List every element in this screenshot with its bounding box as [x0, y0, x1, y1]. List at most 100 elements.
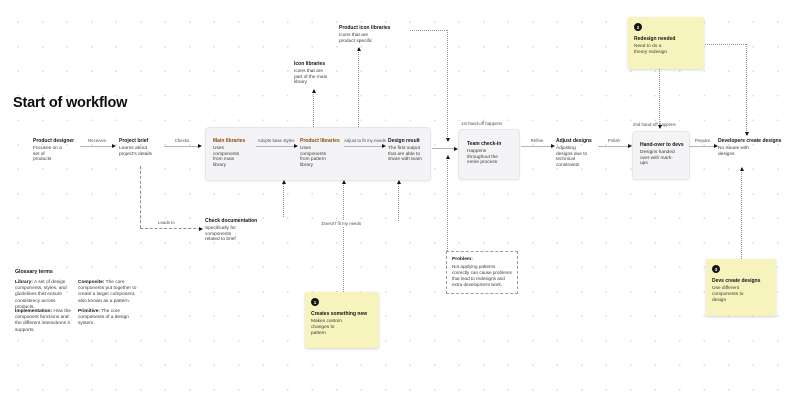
team-check-in-card[interactable]: Team check-in Happens throughout the ent… [458, 129, 520, 180]
arrow-line [598, 144, 632, 148]
flow-arrow-prepare[interactable]: Prepare [689, 138, 718, 148]
node-title: Hand-over to devs [640, 142, 684, 148]
flow-arrow-adopts-base-styles[interactable]: Adopts base styles [256, 138, 298, 148]
glossary-term-label: Library: [15, 280, 33, 285]
node-team-check-in: Team check-in Happens throughout the ent… [467, 141, 513, 166]
sticky-body: Makes custom changes to pattern [311, 319, 342, 337]
node-icon-libraries[interactable]: Icon libraries Icons that are part of th… [294, 61, 338, 86]
node-main-libraries[interactable]: Main libraries Uses components from main… [213, 138, 255, 169]
node-title: Product libraries [300, 138, 340, 144]
connector-card-to-icon-libraries[interactable] [311, 89, 316, 127]
node-body: Adjusting designs due to technical const… [556, 145, 588, 169]
node-body: Happens throughout the entire process [467, 148, 498, 166]
node-check-documentation[interactable]: Check documentation Specifically for com… [205, 218, 259, 243]
node-body: Designs handed over with mark-ups [640, 149, 675, 167]
sticky-creates-something-new[interactable]: 1 Creates something new Makes custom cha… [305, 292, 379, 348]
connector-redesign-to-handover[interactable] [657, 69, 662, 129]
libraries-card[interactable]: Main libraries Uses components from main… [205, 127, 431, 181]
node-product-designer[interactable]: Product designer Focuses on a set of pro… [33, 138, 79, 163]
flow-arrow-polish[interactable]: Polish [598, 138, 632, 148]
arrowhead-up-icon [341, 180, 346, 184]
arrow-label: Refine [530, 138, 544, 143]
sticky-devs-create-designs[interactable]: 3 Devs create designs Use different comp… [706, 259, 776, 316]
arrow-label: Receives [87, 138, 107, 143]
glossary-term-def: A set of design components, styles, and … [15, 280, 67, 310]
sticky-title: Creates something new [311, 311, 368, 317]
node-design-result[interactable]: Design result The first output that are … [388, 138, 428, 163]
sticky-body: Need to do a theory redesign [634, 44, 668, 56]
sticky-number-badge: 2 [634, 23, 642, 31]
node-title: Check documentation [205, 218, 258, 224]
glossary-term-implementation[interactable]: Implementation: How the component functi… [15, 309, 75, 334]
connector-check-docs-to-card[interactable] [281, 180, 286, 217]
arrow-label: Adopts base styles [257, 138, 295, 143]
glossary-term-primitive[interactable]: Primitive: The core components of a desi… [78, 309, 140, 328]
node-developers-create-designs[interactable]: Developers create designs No issues with… [718, 138, 794, 157]
node-product-icon-libraries[interactable]: Product icon libraries Icons that are pr… [339, 25, 399, 44]
arrowhead-right-icon [628, 144, 632, 148]
connector-sticky1-to-card[interactable] [341, 180, 346, 292]
label-leads-to[interactable]: Leads to [158, 220, 175, 225]
label-second-handoff[interactable]: 2nd hand-off happens [633, 122, 676, 127]
arrow-line [80, 144, 116, 148]
problem-body: Not applying patterns correctly can caus… [452, 263, 512, 287]
flow-arrow-checks[interactable]: Checks [164, 138, 202, 148]
flow-arrow-adjust-to-fit[interactable]: Adjust to fit my needs [344, 138, 386, 148]
sticky-redesign-needed[interactable]: 2 Redesign needed Need to do a theory re… [628, 17, 704, 69]
node-title: Team check-in [467, 141, 502, 147]
flow-arrow-to-team-check-in[interactable] [432, 146, 458, 151]
arrowhead-right-icon [198, 144, 202, 148]
glossary-term-def: The core components put together to crea… [78, 280, 137, 304]
arrowhead-right-icon [382, 144, 386, 148]
node-title: Project brief [119, 138, 149, 144]
arrow-label: Prepare [694, 138, 711, 143]
glossary-term-composite[interactable]: Composite: The core components put toget… [78, 280, 140, 305]
node-body: Uses components from pattern library [300, 145, 327, 169]
hand-over-card[interactable]: Hand-over to devs Designs handed over wi… [632, 131, 690, 180]
node-body: Focuses on a set of products [33, 145, 62, 163]
page-title[interactable]: Start of workflow [13, 95, 128, 111]
glossary-term-def: The core components of a design system. [78, 309, 129, 327]
sticky-title: Redesign needed [634, 36, 676, 42]
connector-product-icons-horizontal[interactable] [410, 30, 447, 31]
node-adjust-designs[interactable]: Adjust designs Adjusting designs due to … [556, 138, 604, 169]
problem-title: Problem: [452, 257, 473, 262]
glossary-title[interactable]: Glossary terms [15, 269, 53, 275]
sticky-number-badge: 3 [712, 265, 720, 273]
arrowhead-right-icon [199, 226, 203, 231]
arrowhead-up-icon [445, 155, 450, 159]
arrow-line [689, 144, 718, 148]
connector-card-to-product-icon-libraries[interactable] [356, 47, 361, 127]
connector-redesign-horizontal[interactable] [705, 44, 746, 45]
connector-brief-down-dashed[interactable] [140, 166, 141, 228]
connector-sticky3-to-developers[interactable] [739, 167, 744, 259]
flow-arrow-receives[interactable]: Receives [80, 138, 116, 148]
flow-arrow-refine[interactable]: Refine [521, 138, 555, 148]
arrowhead-up-icon [311, 89, 316, 93]
arrowhead-up-icon [739, 167, 744, 171]
sticky-title: Devs create designs [712, 278, 761, 284]
connector-product-icons-down[interactable] [445, 30, 450, 142]
node-body: Learns about project's details [119, 145, 152, 157]
node-title: Main libraries [213, 138, 246, 144]
sticky-number-badge: 1 [311, 298, 319, 306]
glossary-term-library[interactable]: Library: A set of design components, sty… [15, 280, 75, 311]
node-hand-over: Hand-over to devs Designs handed over wi… [640, 142, 684, 167]
arrow-line [164, 144, 202, 148]
problem-note[interactable]: Problem: Not applying patterns correctly… [446, 251, 518, 294]
glossary-term-def: How the component functions and the diff… [15, 309, 71, 333]
node-body: Uses components from main library [213, 145, 240, 169]
connector-redesign-to-developers[interactable] [744, 44, 749, 136]
arrow-line [521, 144, 555, 148]
node-title: Product icon libraries [339, 25, 391, 31]
flow-arrow-leads-to[interactable] [140, 226, 203, 231]
connector-problem-to-flow[interactable] [445, 155, 450, 251]
label-doesnt-fit[interactable]: Doesn't fit my needs [320, 221, 363, 226]
arrowhead-up-icon [356, 47, 361, 51]
label-first-handoff[interactable]: 1st hand-off happens [461, 121, 503, 126]
node-project-brief[interactable]: Project brief Learns about project's det… [119, 138, 165, 157]
connector-design-result-down[interactable] [396, 180, 401, 221]
node-product-libraries[interactable]: Product libraries Uses components from p… [300, 138, 346, 169]
node-title: Developers create designs [718, 138, 782, 144]
